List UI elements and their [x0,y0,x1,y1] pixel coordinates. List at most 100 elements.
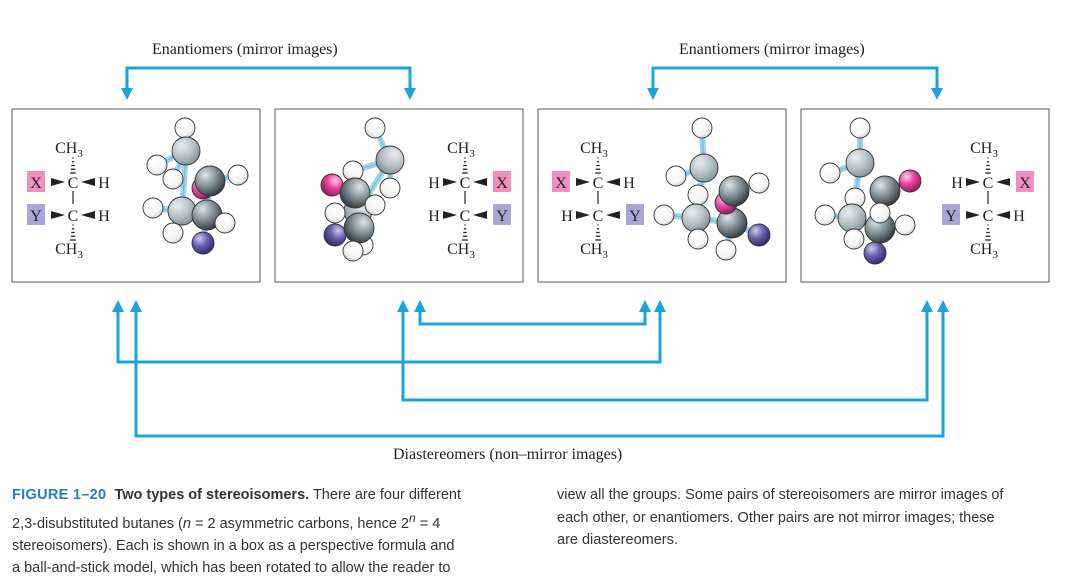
caption-eq: = 2 asymmetric carbons, hence 2 [190,515,409,532]
arrowhead-icon [112,300,124,312]
atom-ball [837,203,867,233]
atom-ball [167,196,197,226]
atom-ball [162,168,184,190]
wedge-bond [966,211,980,219]
atom-ball [194,165,226,197]
enantiomers-label-left: Enantiomers (mirror images) [152,41,338,58]
ch3-label: CH3 [447,241,475,261]
atom-ball [681,203,711,233]
y-group-box [27,204,45,225]
figure-number: FIGURE 1–20 [12,487,107,503]
caption-n: n [182,515,191,532]
carbon-label: C [593,208,604,225]
wedge-bond [81,178,95,186]
x-group-label: X [496,175,508,192]
isomer-box-1 [11,108,261,283]
diastereomers-label: Diastereomers (non–mirror images) [393,446,623,463]
isomer-box-2 [274,108,524,283]
atom-ball [343,212,375,244]
ch3-label: CH3 [580,140,608,160]
atom-ball [323,223,347,247]
wedge-bond [576,178,590,186]
enantiomers-label-right: Enantiomers (mirror images) [679,41,865,58]
atom-ball [863,241,887,265]
y-group-label: Y [30,208,42,225]
y-group-box [493,204,511,225]
x-group-box [493,171,511,192]
h-label: H [98,175,110,192]
arrowhead-icon [639,300,651,312]
diastereomer-connectors [116,310,945,438]
y-group-label: Y [496,208,508,225]
h-label: H [98,208,110,225]
atom-ball [898,169,922,193]
atom-ball [324,202,346,224]
atom-ball [869,202,891,224]
caption-column-2: view all the groups. Some pairs of stere… [557,484,1062,552]
y-group-box [626,204,644,225]
h-label: H [623,175,635,192]
caption-line-7: are diastereomers. [557,532,678,548]
caption-line-2: 2,3-disubstituted butanes ( [12,515,183,532]
ball-and-stick-model-4 [814,117,922,265]
ch3-label: CH3 [447,140,475,160]
caption-sup: n [408,510,416,525]
arrowhead-icon [404,88,416,100]
ball-and-stick-model-3 [653,117,771,261]
atom-ball [689,153,719,183]
ch3-label: CH3 [55,140,83,160]
enantiomer-connector-left [125,66,412,92]
carbon-label: C [983,208,994,225]
atom-ball [748,172,770,194]
caption-line-5: view all the groups. Some pairs of stere… [557,487,1004,503]
caption-line-4: a ball-and-stick model, which has been r… [12,560,451,577]
caption-tail: = 4 [415,515,441,532]
arrowhead-icon [937,300,949,312]
atom-ball [814,204,836,226]
wedge-bond [996,211,1010,219]
atom-ball [691,117,713,139]
atom-ball [142,197,164,219]
atom-ball [379,177,401,199]
caption-column-1: FIGURE 1–20 Two types of stereoisomers. … [12,484,507,580]
wedge-bond [81,211,95,219]
arrowhead-icon [397,300,409,312]
atom-ball [718,175,750,207]
x-group-label: X [1019,175,1031,192]
atom-ball [747,223,771,247]
arrowhead-icon [130,300,142,312]
x-group-label: X [30,175,42,192]
caption-line-6: each other, or enantiomers. Other pairs … [557,509,995,526]
enantiomer-connector-right [651,66,939,92]
figure-title: Two types of stereoisomers. [114,487,310,503]
atom-ball [687,184,709,206]
carbon-label: C [460,208,471,225]
h-label: H [561,208,573,225]
arrowhead-icon [931,88,943,100]
carbon-label: C [68,175,79,192]
carbon-label: C [593,175,604,192]
carbon-label: C [68,208,79,225]
atom-ball [227,164,249,186]
atom-ball [146,154,168,176]
wedge-bond [606,178,620,186]
atom-ball [845,148,875,178]
atom-ball [653,204,675,226]
y-group-label: Y [629,208,641,225]
atom-ball [191,231,215,255]
atom-ball [171,136,201,166]
atom-ball [375,145,405,175]
arrowhead-icon [414,300,426,312]
atom-ball [687,228,709,250]
wedge-bond [443,178,457,186]
x-group-label: X [555,175,567,192]
wedge-bond [51,211,65,219]
y-group-label: Y [945,208,957,225]
ch3-label: CH3 [970,140,998,160]
x-group-box [27,171,45,192]
ch3-label: CH3 [970,241,998,261]
wedge-bond [443,211,457,219]
